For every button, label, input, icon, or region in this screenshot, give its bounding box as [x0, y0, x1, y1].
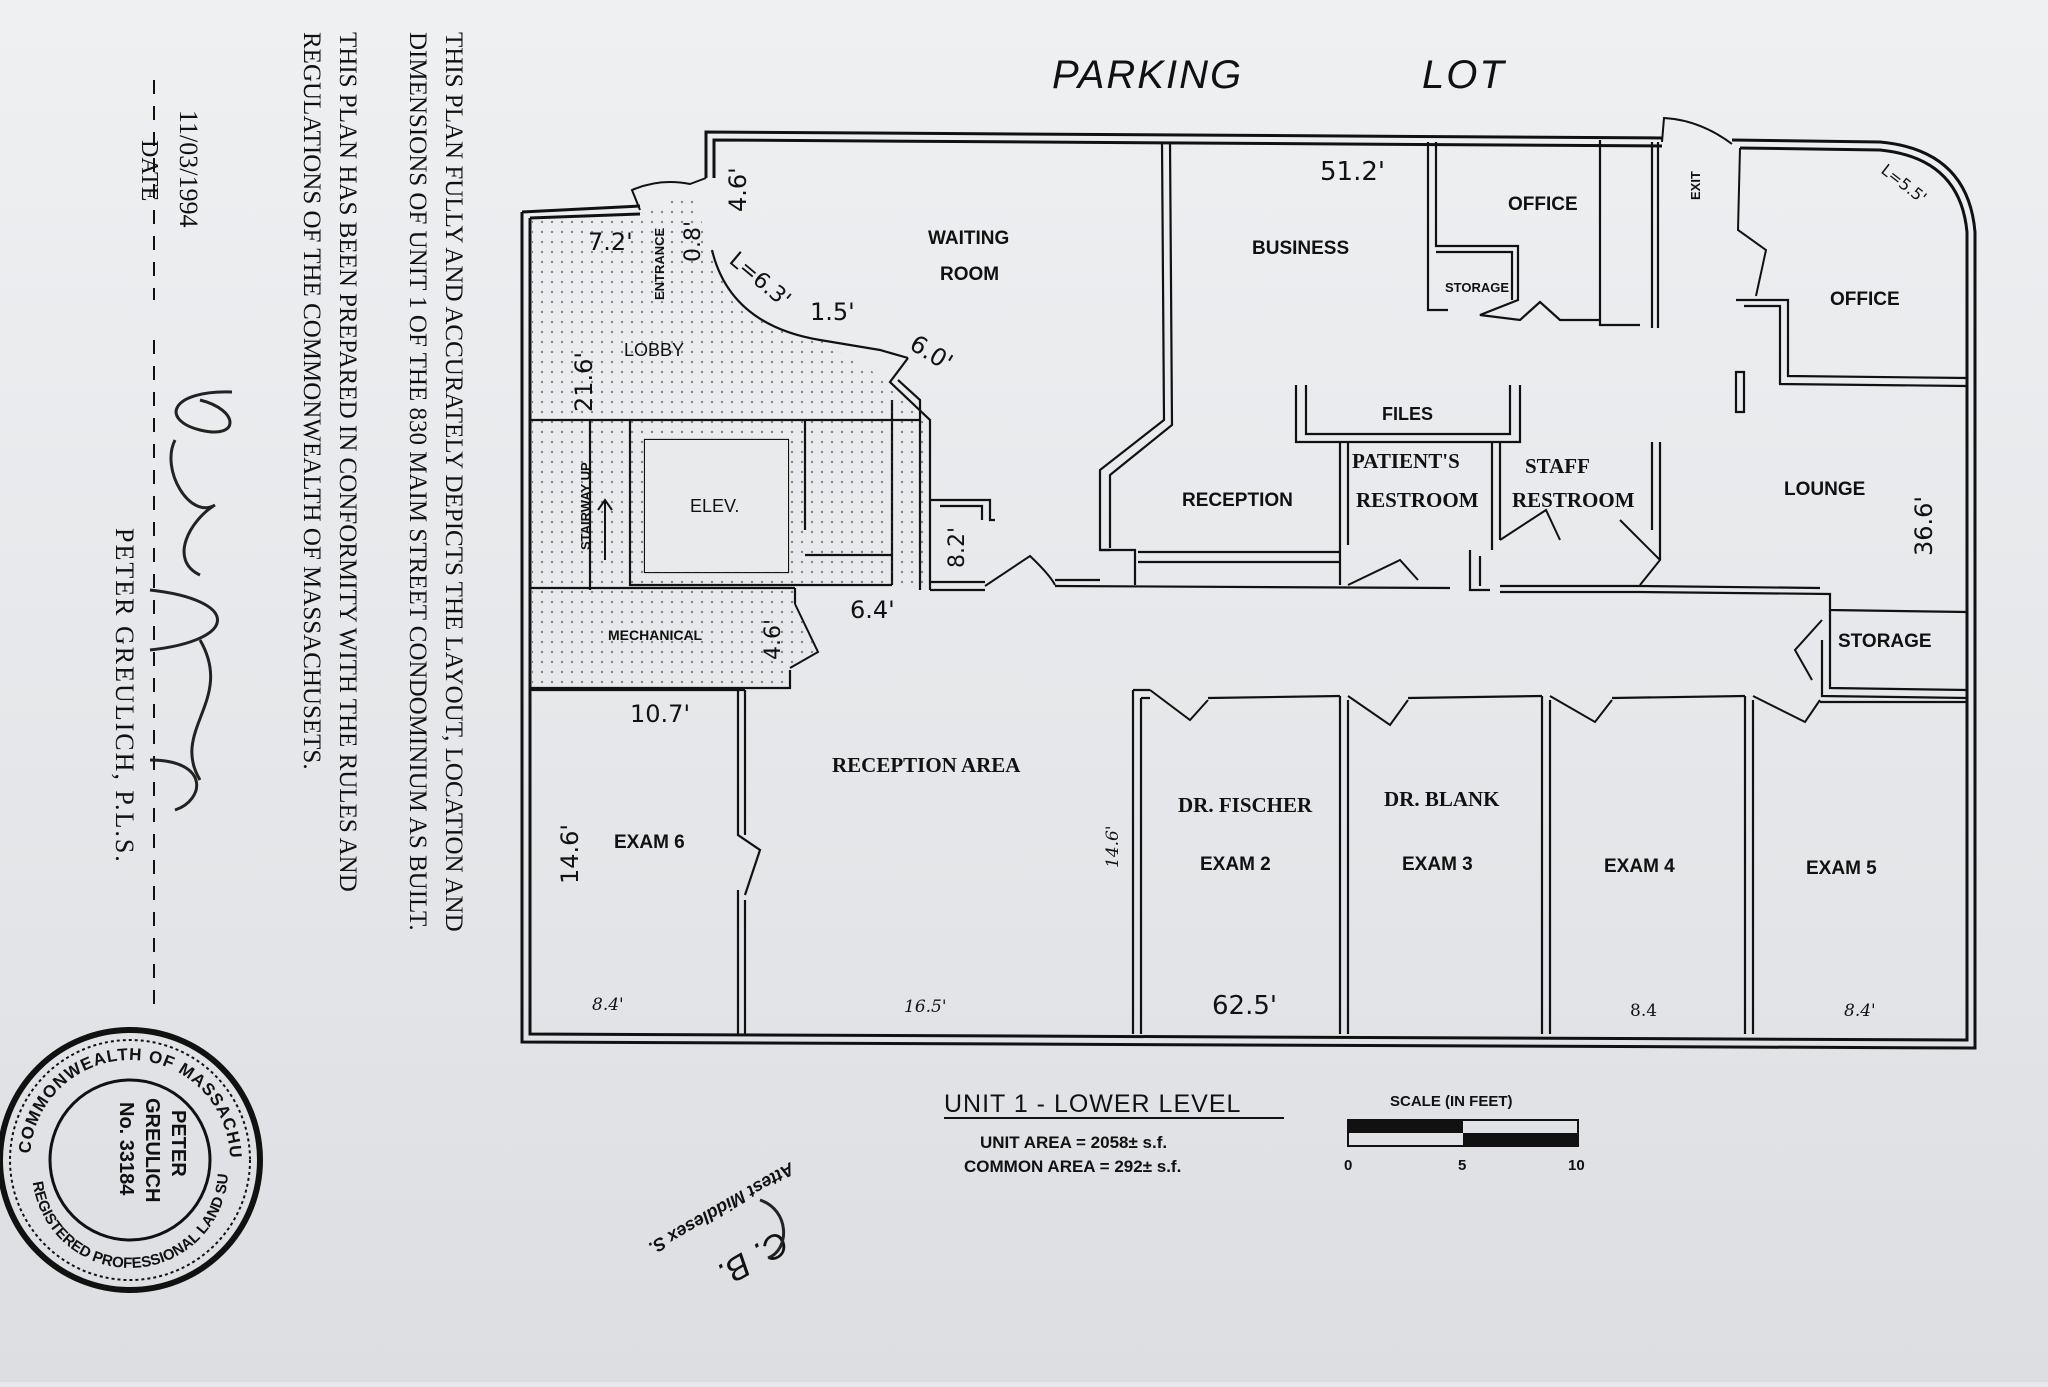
- scale-bar: SCALE (IN FEET) 0 5 10: [1344, 1093, 1585, 1174]
- entrance-label: ENTRANCE: [652, 227, 667, 300]
- exit-label: EXIT: [1688, 171, 1703, 200]
- cert-date: 11/03/1994: [174, 110, 203, 227]
- waiting-room-label: WAITING: [928, 228, 1009, 249]
- scale-tick-10: 10: [1568, 1157, 1585, 1174]
- dim-8-4-a: 8.4': [592, 995, 624, 1015]
- business-label: BUSINESS: [1252, 238, 1349, 259]
- mechanical-label: MECHANICAL: [608, 627, 703, 643]
- room-labels: WAITING ROOM BUSINESS OFFICE STORAGE EXI…: [578, 171, 1932, 879]
- storage-right-label: STORAGE: [1838, 631, 1932, 652]
- seal-name1: PETER: [167, 1110, 189, 1177]
- unit-title: UNIT 1 - LOWER LEVEL: [944, 1090, 1241, 1118]
- dim-62-5: 62.5': [1212, 991, 1277, 1021]
- dim-1-5: 1.5': [810, 298, 855, 326]
- interior-walls: [1098, 140, 1968, 700]
- unit-legend: UNIT 1 - LOWER LEVEL UNIT AREA = 2058± s…: [944, 1090, 1284, 1176]
- surveyor-name: PETER GREULICH, P.L.S.: [110, 528, 139, 864]
- certification-block: THIS PLAN FULLY AND ACCURATELY DEPICTS T…: [110, 32, 467, 1010]
- scale-tick-5: 5: [1458, 1157, 1466, 1174]
- stair-arrow-icon: [597, 498, 613, 560]
- dim-10-7: 10.7': [630, 700, 690, 728]
- dim-0-8: 0.8': [681, 221, 706, 262]
- files-label: FILES: [1382, 404, 1433, 424]
- stamp-flourish: [759, 1198, 785, 1260]
- seal-name2: GREULICH: [141, 1098, 163, 1202]
- attest-stamp: Attest Middlesex S. C. B.: [645, 1158, 799, 1294]
- dim-21-6: 21.6': [570, 352, 598, 412]
- dim-4-6-mech: 4.6': [761, 619, 786, 660]
- scale-title: SCALE (IN FEET): [1390, 1093, 1513, 1110]
- exam2-label: EXAM 2: [1200, 854, 1271, 875]
- dim-7-2: 7.2': [588, 228, 633, 256]
- dim-36-6: 36.6': [1910, 496, 1938, 556]
- seal-number: No. 33184: [115, 1102, 137, 1196]
- reception-label: RECEPTION: [1182, 490, 1293, 511]
- unit-area: UNIT AREA = 2058± s.f.: [980, 1133, 1167, 1152]
- dr-blank-label: DR. BLANK: [1384, 787, 1500, 811]
- dim-14-6-left: 14.6': [556, 824, 584, 884]
- cert-date-label: DATE: [136, 140, 162, 201]
- staff-restroom-label: STAFF: [1525, 454, 1590, 478]
- patients-restroom-label: PATIENT'S: [1352, 449, 1460, 473]
- waiting-room-label-2: ROOM: [940, 264, 999, 285]
- cert-line1: THIS PLAN FULLY AND ACCURATELY DEPICTS T…: [440, 32, 467, 932]
- exam6-label: EXAM 6: [614, 832, 685, 853]
- exam4-label: EXAM 4: [1604, 856, 1675, 877]
- exam-room-walls: [530, 688, 1967, 1034]
- cert-line4: REGULATIONS OF THE COMMONWEALTH OF MASSA…: [298, 32, 325, 770]
- lot-label: LOT: [1422, 53, 1506, 97]
- outer-walls: [520, 116, 1977, 1050]
- exam5-label: EXAM 5: [1806, 858, 1877, 879]
- reception-area-label: RECEPTION AREA: [832, 753, 1021, 777]
- common-area-stipple: [532, 190, 930, 686]
- dim-16-5: 16.5': [904, 997, 947, 1017]
- storage-top-label: STORAGE: [1445, 280, 1509, 295]
- cert-line2: DIMENSIONS OF UNIT 1 OF THE 830 MAIM STR…: [404, 32, 431, 931]
- scale-tick-0: 0: [1344, 1157, 1352, 1174]
- dim-8-4-c: 8.4': [1844, 1001, 1876, 1021]
- cert-line3: THIS PLAN HAS BEEN PREPARED IN CONFORMIT…: [334, 32, 361, 892]
- stairway-label: STAIRWAY UP: [578, 462, 593, 550]
- dim-4-6-top: 4.6': [724, 167, 752, 212]
- dr-fischer-label: DR. FISCHER: [1178, 793, 1313, 817]
- elev-label: ELEV.: [690, 496, 739, 516]
- corridor-walls: [930, 498, 1451, 592]
- dim-6-0: 6.0': [905, 329, 958, 376]
- exam3-label: EXAM 3: [1402, 854, 1473, 875]
- lobby-label: LOBBY: [624, 340, 684, 360]
- dim-8-4-b: 8.4: [1630, 1001, 1657, 1021]
- dim-l5-5: L=5.5': [1878, 160, 1931, 207]
- patients-restroom-label-2: RESTROOM: [1356, 488, 1479, 512]
- dim-51-2: 51.2': [1320, 157, 1385, 187]
- lounge-label: LOUNGE: [1784, 479, 1865, 500]
- surveyor-signature: [149, 390, 233, 812]
- parking-label: PARKING: [1052, 53, 1243, 97]
- dim-8-2: 8.2': [945, 527, 970, 568]
- office-right-label: OFFICE: [1830, 289, 1900, 310]
- dim-6-4: 6.4': [850, 596, 895, 624]
- dim-14-6-mid: 14.6': [1103, 825, 1123, 868]
- common-area: COMMON AREA = 292± s.f.: [964, 1157, 1181, 1176]
- staff-restroom-label-2: RESTROOM: [1512, 488, 1635, 512]
- office-top-label: OFFICE: [1508, 194, 1578, 215]
